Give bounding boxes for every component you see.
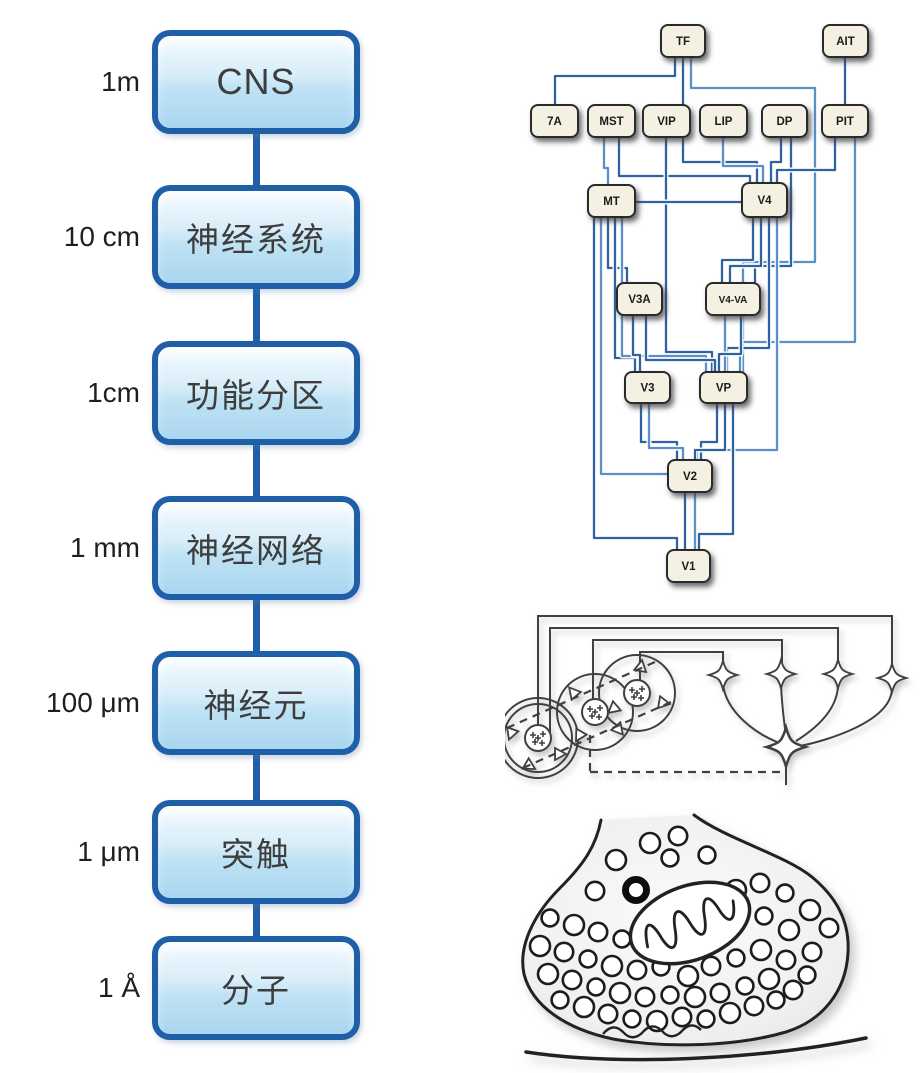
wire-V4-V4-VA [720,217,755,283]
hierarchy-node-label: VP [716,383,732,395]
hierarchy-node-label: VIP [657,116,676,128]
hierarchy-node-label: V3 [640,383,654,395]
wire-MST-MT [602,137,610,185]
hierarchy-node-V1: V1 [666,549,711,583]
wire-DP-V4 [769,137,783,183]
wire-TF-7A [553,57,677,105]
scale-label: 1 mm [70,532,140,563]
postsynaptic-membrane [524,1036,868,1062]
hierarchy-node-MST: MST [587,104,636,138]
dashed-guides [506,660,784,774]
hierarchy-node-7A: 7A [530,104,579,138]
flow-box: 神经系统 [152,185,360,289]
hierarchy-node-label: MT [603,196,620,208]
hierarchy-wires [552,57,858,550]
hierarchy-node-DP: DP [761,104,808,138]
hierarchy-node-V4-VA: V4-VA [705,282,761,316]
synapse-figure [521,813,868,1062]
receptive-field-circuit-figure [505,615,908,785]
active-zone-bumps [602,1024,702,1039]
wire-V3-V2 [639,403,679,460]
center-plus-marks [530,686,645,746]
wire-V4-V4-VA [728,217,763,283]
wire-MT-V2 [599,217,668,476]
wire-MT-V1 [592,217,679,550]
hierarchy-node-label: V4 [757,195,772,207]
axon-curves [722,683,893,785]
hierarchy-node-V3: V3 [624,371,671,404]
hierarchy-node-label: V1 [681,561,696,573]
wire-VP-V1 [697,403,735,550]
scale-label: 1 μm [77,836,140,867]
wire-VP-V2 [693,403,727,460]
wire-V3A-VP [644,315,717,372]
wire-LIP-V4 [721,137,765,183]
scale-label: 1 Å [97,972,140,1003]
hierarchy-node-label: V2 [683,471,697,483]
hierarchy-node-label: V3A [628,294,650,306]
flow-box: 突触 [152,800,360,904]
flow-box: 分子 [152,936,360,1040]
hierarchy-node-PIT: PIT [821,104,869,138]
neuron-stars [707,658,908,768]
scale-label: 10 cm [63,221,140,252]
flow-box: 神经网络 [152,496,360,600]
dense-core-vesicle [622,876,650,904]
wire-TF-VP [689,57,817,372]
wire-MST-V4 [617,137,752,183]
hierarchy-node-label: DP [777,116,793,128]
wire-V3A-V3 [631,315,642,372]
hierarchy-node-TF: TF [660,24,706,58]
hierarchy-node-VIP: VIP [642,104,691,138]
wire-PIT-VP [738,137,857,372]
hierarchy-node-V2: V2 [667,459,713,493]
hierarchy-node-VP: VP [699,371,748,404]
hierarchy-node-V3A: V3A [616,282,663,316]
scale-label: 100 μm [46,687,140,718]
hierarchy-node-MT: MT [587,184,636,218]
flow-box: CNS [152,30,360,134]
flow-box: 神经元 [152,651,360,755]
scale-label: 1m [101,66,140,97]
hierarchy-node-AIT: AIT [822,24,869,58]
hierarchy-node-label: AIT [836,36,855,48]
hierarchy-node-label: V4-VA [719,295,748,306]
hierarchy-node-label: PIT [836,116,854,128]
hierarchy-node-label: LIP [715,116,733,128]
circuit-wires [537,615,893,738]
hierarchy-node-label: TF [676,36,690,48]
wire-V4-VA-VP [717,315,743,372]
wire-V3-V2 [647,403,685,460]
wire-DP-V4-VA [753,137,793,283]
hierarchy-node-label: MST [599,116,623,128]
scale-label: 1cm [87,377,140,408]
flow-box: 功能分区 [152,341,360,445]
mitochondrion [628,880,752,966]
hierarchy-node-LIP: LIP [699,104,748,138]
hierarchy-node-label: 7A [547,116,562,128]
wire-PIT-V4 [775,137,837,183]
hierarchy-node-V4: V4 [741,182,788,218]
wire-VIP-VP [664,137,714,372]
wire-V4-V2 [695,217,779,460]
